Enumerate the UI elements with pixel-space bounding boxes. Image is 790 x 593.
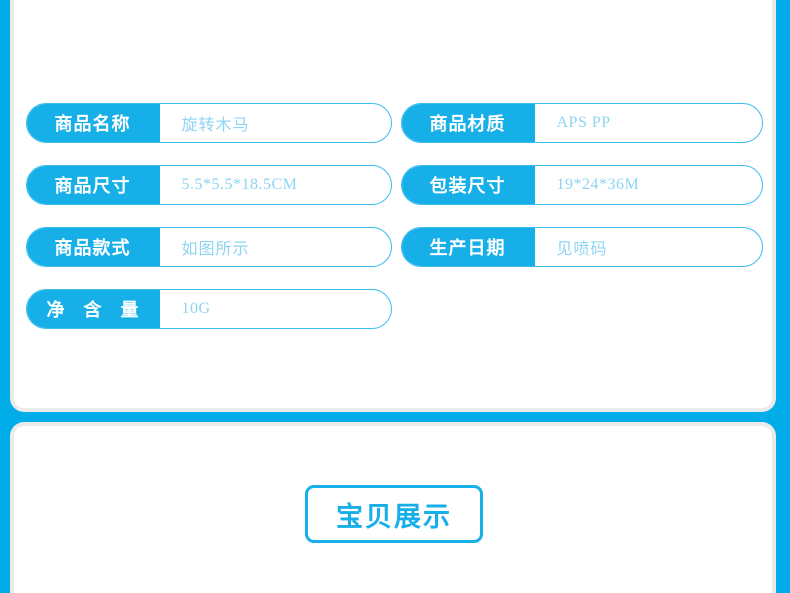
spec-row: 商品尺寸 5.5*5.5*18.5CM bbox=[26, 165, 392, 205]
spec-value: APS PP bbox=[556, 114, 611, 131]
spec-label: 商品尺寸 bbox=[27, 166, 160, 204]
showcase-section-button[interactable]: 宝贝展示 bbox=[305, 485, 483, 543]
spec-pill-net-content: 净 含 量 10G bbox=[26, 289, 392, 329]
spec-pill-package-size: 包装尺寸 19*24*36M bbox=[401, 165, 763, 205]
spec-value: 10G bbox=[181, 300, 211, 317]
spec-value: 如图所示 bbox=[181, 241, 250, 258]
spec-pill-production-date: 生产日期 见喷码 bbox=[401, 227, 763, 267]
spec-label: 生产日期 bbox=[402, 228, 535, 266]
spec-pill-product-size: 商品尺寸 5.5*5.5*18.5CM bbox=[26, 165, 392, 205]
spec-label: 商品款式 bbox=[27, 228, 160, 266]
spec-row: 商品材质 APS PP bbox=[401, 103, 763, 143]
spec-value: 19*24*36M bbox=[556, 176, 640, 193]
spec-row: 生产日期 见喷码 bbox=[401, 227, 763, 267]
spec-row: 包装尺寸 19*24*36M bbox=[401, 165, 763, 205]
spec-label: 净 含 量 bbox=[27, 290, 160, 328]
spec-label: 包装尺寸 bbox=[402, 166, 535, 204]
spec-row: 商品名称 旋转木马 bbox=[26, 103, 392, 143]
spec-value: 旋转木马 bbox=[181, 117, 250, 134]
spec-pill-material: 商品材质 APS PP bbox=[401, 103, 763, 143]
showcase-button-label: 宝贝展示 bbox=[336, 501, 452, 532]
spec-row: 净 含 量 10G bbox=[26, 289, 392, 329]
spec-label: 商品材质 bbox=[402, 104, 535, 142]
spec-value: 5.5*5.5*18.5CM bbox=[181, 176, 298, 193]
spec-pill-product-style: 商品款式 如图所示 bbox=[26, 227, 392, 267]
spec-row: 商品款式 如图所示 bbox=[26, 227, 392, 267]
spec-value: 见喷码 bbox=[556, 241, 608, 258]
spec-label: 商品名称 bbox=[27, 104, 160, 142]
spec-pill-product-name: 商品名称 旋转木马 bbox=[26, 103, 392, 143]
